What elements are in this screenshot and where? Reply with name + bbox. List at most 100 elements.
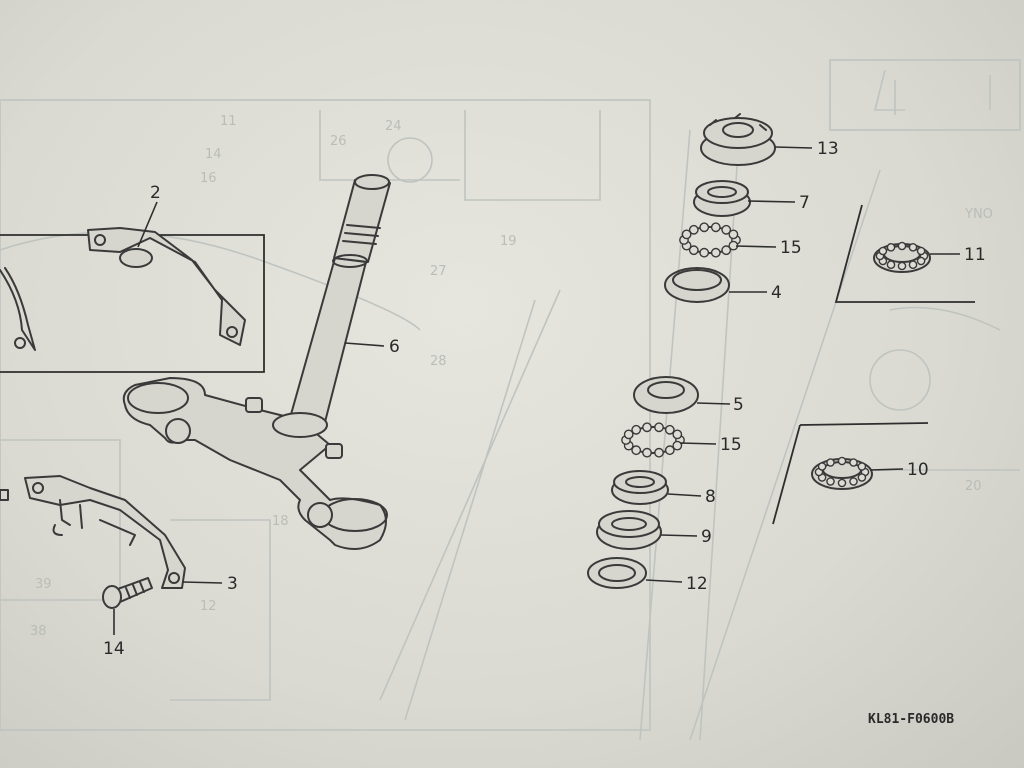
bearing-11-inset-frame (834, 204, 975, 303)
steering-stem-nut-13-hole (722, 122, 754, 138)
svg-text:14: 14 (205, 147, 222, 162)
svg-text:20: 20 (965, 479, 982, 494)
bracket-2-hole-b (226, 326, 238, 338)
roller-11-ball (908, 260, 918, 270)
ball-ring-15-upper-ball (721, 224, 732, 235)
ball-ring-15-lower-ball (631, 424, 642, 435)
ball-ring-15-upper-ball (710, 247, 721, 258)
bearing-balls (621, 222, 929, 488)
roller-11-ball (897, 261, 907, 271)
ball-ring-15-upper-ball (699, 247, 710, 258)
part-label-11: 11 (964, 245, 986, 265)
upper-race-4 (664, 267, 730, 303)
leader-9 (660, 534, 698, 537)
roller-11-ball (916, 256, 926, 266)
upper-race-4-hole (672, 269, 722, 291)
leader-10 (869, 468, 904, 471)
left-fork-clamp-hole (127, 382, 189, 414)
ball-ring-15-lower-ball (672, 429, 683, 440)
stem-top-end (354, 174, 390, 190)
part-label-4: 4 (771, 283, 782, 303)
upper-race-7-hole (707, 186, 737, 198)
bolt-14-head (102, 585, 122, 609)
upper-race-7 (695, 180, 749, 204)
roller-11-ball (878, 246, 888, 256)
ball-ring-15-lower-ball (642, 447, 652, 458)
roller-11-ball (897, 241, 907, 251)
roller-10-ball (837, 456, 847, 466)
leader-7 (747, 200, 796, 203)
part-label-6: 6 (389, 337, 400, 357)
part-label-2: 2 (150, 183, 161, 203)
dust-seal-9-hole (611, 517, 647, 531)
steering-stem-nut-13 (703, 117, 773, 149)
nut-13-notches (709, 113, 767, 131)
stem-collar (332, 254, 368, 268)
lower-race-8 (613, 470, 667, 494)
part-label-14: 14 (103, 639, 125, 659)
ball-ring-15-upper-ball (721, 245, 732, 256)
leader-15b (679, 442, 717, 445)
bolt-14 (102, 577, 153, 609)
ball-ring-15-lower-ball (654, 422, 664, 433)
leader-2 (137, 201, 158, 248)
stem-thread-rings (342, 224, 381, 245)
roller-10-ball (826, 458, 835, 467)
svg-text:19: 19 (500, 234, 517, 249)
leader-8 (667, 493, 702, 497)
bearing-stack-upper (664, 113, 776, 303)
part-label-13: 13 (817, 139, 839, 159)
leader-12 (645, 579, 683, 583)
leader-13 (774, 146, 813, 149)
ball-ring-15-lower-ball (642, 422, 652, 433)
part-number-labels: 2 3 4 5 6 7 8 9 10 11 12 13 14 15 15 (103, 139, 986, 659)
roller-11-ball (886, 242, 896, 252)
svg-text:YNO: YNO (964, 207, 993, 222)
part-label-15-upper: 15 (780, 238, 802, 258)
lower-race-5-hole (647, 381, 685, 399)
ball-ring-15-lower-ball (623, 429, 634, 440)
roller-11-ball (916, 246, 926, 256)
part-label-7: 7 (799, 193, 810, 213)
part-label-10: 10 (907, 460, 929, 480)
stem-base-boss (272, 412, 328, 438)
part-label-5: 5 (733, 395, 744, 415)
svg-text:38: 38 (30, 624, 47, 639)
bracket-2-body (87, 227, 246, 346)
stem-lock-nut-left (245, 397, 263, 413)
roller-11-ball (886, 260, 896, 270)
leader-15a (735, 245, 777, 248)
svg-text:24: 24 (385, 119, 402, 134)
svg-text:26: 26 (330, 134, 347, 149)
lower-race-8-hole (625, 476, 655, 488)
roller-10-ball (817, 462, 827, 471)
leader-6 (344, 342, 385, 347)
bracket-partial-left (0, 267, 36, 351)
svg-text:12: 12 (200, 599, 217, 614)
roller-11-ball (908, 242, 918, 252)
roller-10-ball (857, 462, 867, 471)
steering-stem-thread (333, 179, 391, 263)
part-label-9: 9 (701, 527, 712, 547)
bracket-3-hole-b (168, 572, 180, 584)
roller-10-ball (849, 477, 858, 486)
steering-stem-shaft (289, 257, 367, 423)
svg-text:16: 16 (200, 171, 217, 186)
ball-ring-15-upper-ball (681, 229, 692, 240)
clamp-boss-left (165, 418, 191, 444)
svg-text:18: 18 (272, 514, 289, 529)
svg-text:39: 39 (35, 577, 52, 592)
ball-ring-15-lower-ball (631, 445, 642, 456)
ball-ring-15-upper-ball (699, 222, 710, 233)
leader-3 (182, 581, 223, 584)
part-label-15-lower: 15 (720, 435, 742, 455)
bearing-stack-lower (587, 376, 699, 589)
roller-10-ball (857, 473, 867, 482)
bracket-3-tab (52, 524, 63, 536)
svg-text:11: 11 (220, 114, 237, 129)
stem-lock-nut-right (325, 443, 343, 459)
steering-stem-assembly (122, 174, 391, 550)
washer-12 (587, 557, 647, 589)
